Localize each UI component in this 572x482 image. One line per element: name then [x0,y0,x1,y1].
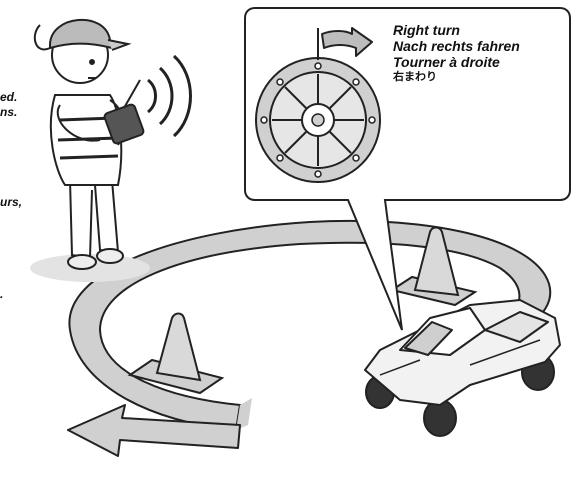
child-operator [30,20,150,282]
text-fragment-4: . [0,287,3,301]
callout-text: Right turn Nach rechts fahren Tourner à … [393,22,568,84]
text-fragment-3: urs, [0,195,22,209]
callout-line-japanese: 右まわり [393,70,568,84]
callout-line-german: Nach rechts fahren [393,38,568,54]
callout-line-french: Tourner à droite [393,54,568,70]
callout-line-english: Right turn [393,22,568,38]
rc-car [365,300,560,436]
text-fragment-1: ed. [0,90,17,104]
signal-waves [148,56,191,136]
text-fragment-2: ns. [0,105,17,119]
